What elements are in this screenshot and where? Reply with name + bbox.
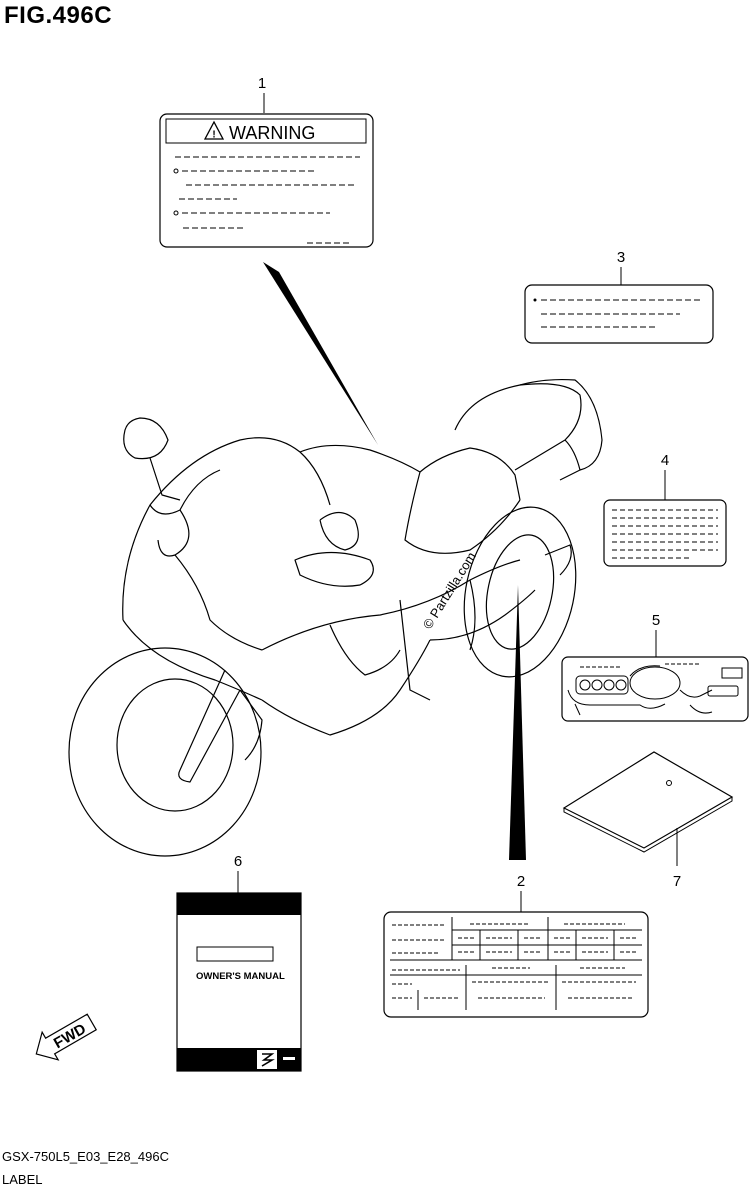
callout-1: 1 (258, 75, 266, 92)
watermark: © Partzilla.com (420, 549, 479, 631)
label-3[interactable]: 3 (524, 249, 714, 344)
item-7-sheet[interactable]: 7 (562, 751, 734, 890)
label-5[interactable]: 5 (561, 612, 749, 722)
label-2[interactable]: 2 (383, 873, 649, 1018)
warning-label[interactable]: 1 ! WARNING (159, 75, 374, 248)
callout-4: 4 (661, 452, 669, 469)
warning-symbol: ! (212, 130, 215, 141)
label-4[interactable]: 4 (603, 452, 727, 567)
leader-1 (263, 262, 378, 445)
callout-2: 2 (517, 873, 525, 890)
owners-manual[interactable]: 6 OWNER'S MANUAL (176, 853, 302, 1072)
warning-heading: WARNING (229, 123, 315, 143)
callout-7: 7 (673, 873, 681, 890)
fwd-arrow-icon: FWD (35, 1013, 98, 1061)
callout-3: 3 (617, 249, 625, 266)
brand-logo-icon (261, 1053, 275, 1067)
callout-6: 6 (234, 853, 242, 870)
section-label: LABEL (2, 1172, 43, 1187)
figure-title: FIG.496C (4, 2, 113, 29)
warning-triangle-icon: ! (203, 120, 225, 141)
owners-manual-title: OWNER'S MANUAL (196, 971, 285, 982)
hose-routing-illustration (567, 665, 743, 716)
model-code: GSX-750L5_E03_E28_496C (2, 1149, 169, 1164)
motorcycle-outline (68, 378, 603, 857)
leader-2 (509, 585, 526, 860)
callout-5: 5 (652, 612, 660, 629)
